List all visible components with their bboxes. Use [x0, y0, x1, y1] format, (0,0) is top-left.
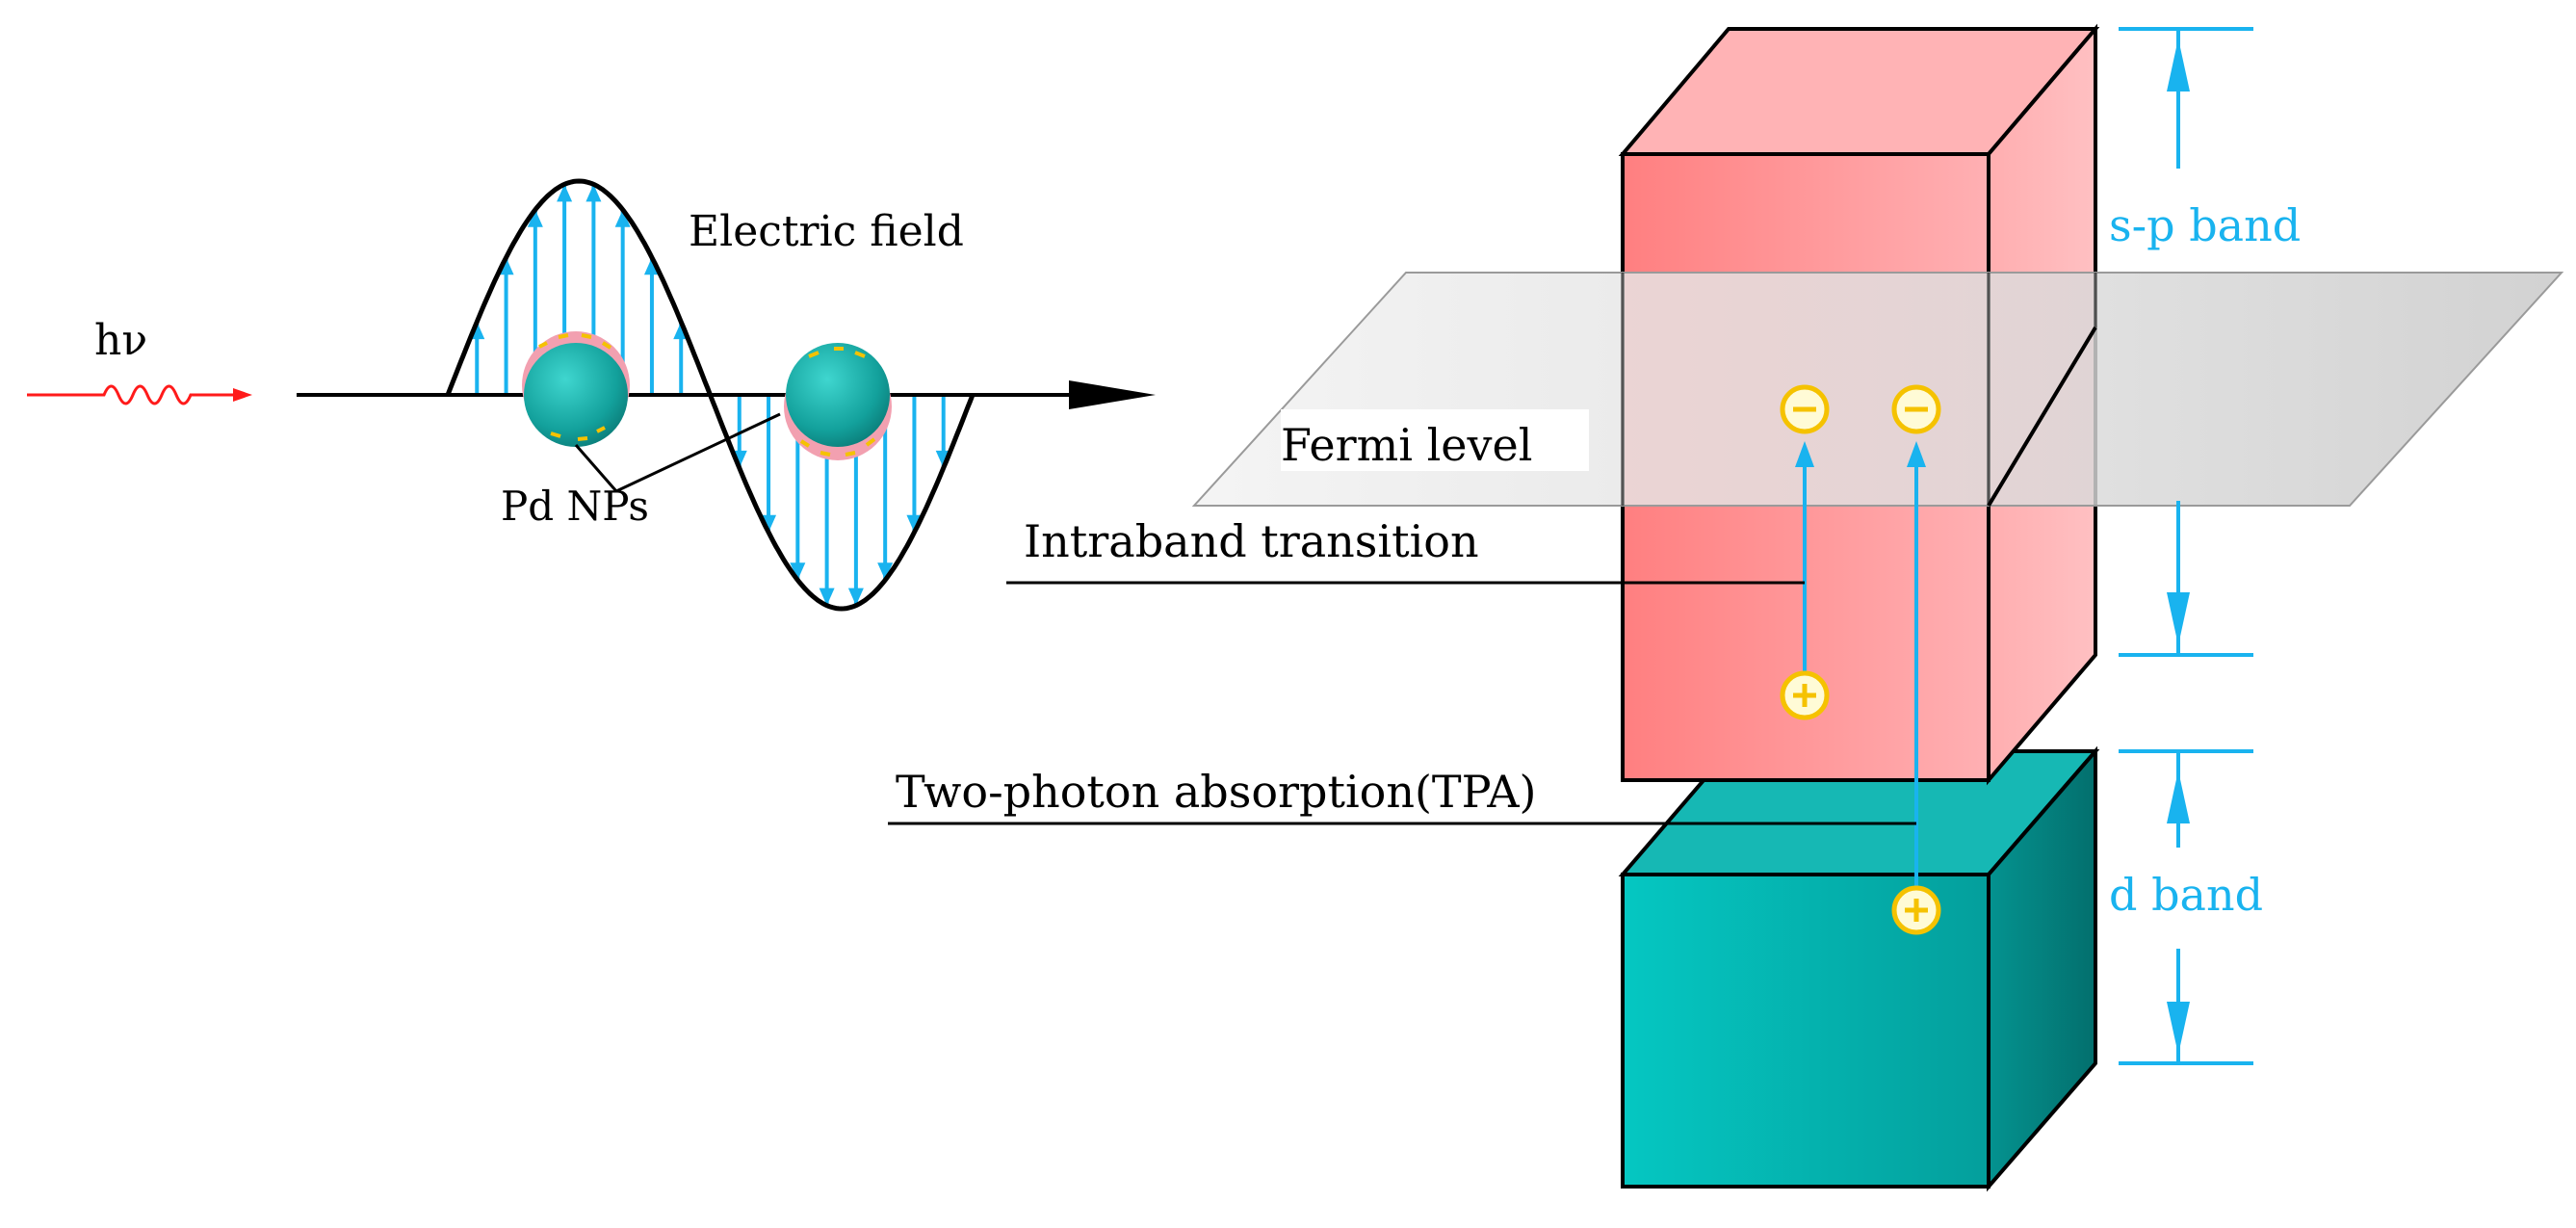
sp-band-label: s-p band: [2109, 199, 2301, 251]
tpa-label: Two-photon absorption(TPA): [896, 766, 1537, 818]
field-vector-head: [614, 209, 631, 227]
field-vector-head: [585, 184, 602, 202]
electron-minus-circle-icon: [1891, 384, 1941, 434]
d-band-box: [1618, 745, 2100, 1192]
field-vector-head: [790, 562, 806, 581]
nanoparticle-1: [522, 331, 630, 447]
pd-nps-label: Pd NPs: [501, 483, 649, 530]
hole-plus-circle-icon: [1891, 885, 1941, 935]
fermi-level-label: Fermi level: [1281, 419, 1532, 471]
photon-label: hν: [94, 316, 147, 365]
electric-field-label: Electric field: [689, 207, 964, 256]
electron-minus-circle-icon: [1780, 384, 1830, 434]
intraband-transition-arrow: [1795, 441, 1814, 674]
field-vector-head: [527, 209, 543, 227]
tpa-transition-arrow: [1907, 441, 1926, 886]
field-vector-head: [557, 184, 573, 202]
d-band-dimension: [2119, 749, 2253, 1065]
field-vector-head: [877, 562, 894, 581]
sp-band-dimension: [2119, 27, 2253, 657]
photon-wave-icon: [27, 384, 252, 405]
propagation-arrow-icon: [1069, 380, 1156, 409]
nanoparticle-2: [784, 343, 892, 460]
d-band-label: d band: [2109, 869, 2263, 921]
intraband-transition-label: Intraband transition: [1024, 515, 1479, 567]
hole-plus-circle-icon: [1780, 670, 1830, 720]
field-vector-head: [847, 588, 864, 606]
field-vector-head: [819, 588, 835, 606]
